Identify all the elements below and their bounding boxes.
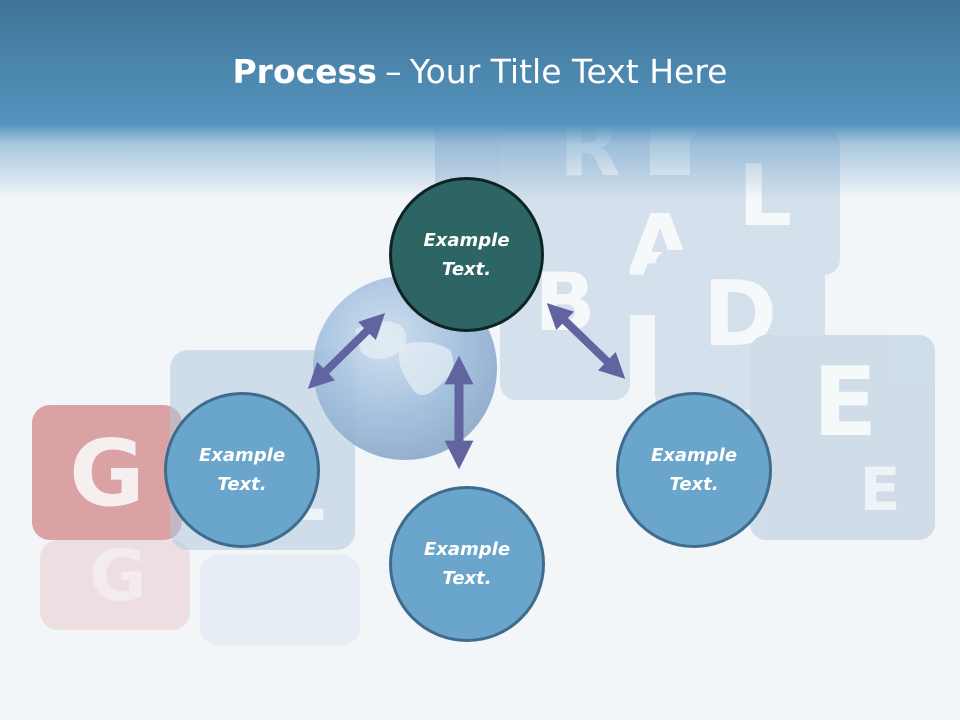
svg-text:A: A [627, 197, 693, 296]
svg-text:D: D [703, 262, 778, 367]
node-top-circle[interactable]: Example Text. [389, 177, 544, 332]
svg-text:E: E [813, 348, 878, 458]
node-left-circle[interactable]: Example Text. [164, 392, 320, 548]
node-left-text: Example Text. [198, 445, 286, 495]
block-g: G G [32, 405, 190, 630]
svg-text:G: G [89, 535, 146, 617]
title-separator: – [385, 52, 402, 91]
node-top-text: Example Text. [423, 229, 510, 280]
slide-title: Process–Your Title Text Here [0, 52, 960, 91]
title-bold: Process [232, 52, 377, 91]
node-right-text: Example Text. [650, 445, 738, 495]
header-band [0, 0, 960, 200]
node-right-circle[interactable]: Example Text. [616, 392, 772, 548]
title-rest: Your Title Text Here [409, 52, 728, 91]
node-bottom-circle[interactable]: Example Text. [389, 486, 545, 642]
svg-text:G: G [69, 420, 145, 527]
node-bottom-text: Example Text. [423, 539, 511, 589]
svg-text:E: E [860, 455, 901, 525]
